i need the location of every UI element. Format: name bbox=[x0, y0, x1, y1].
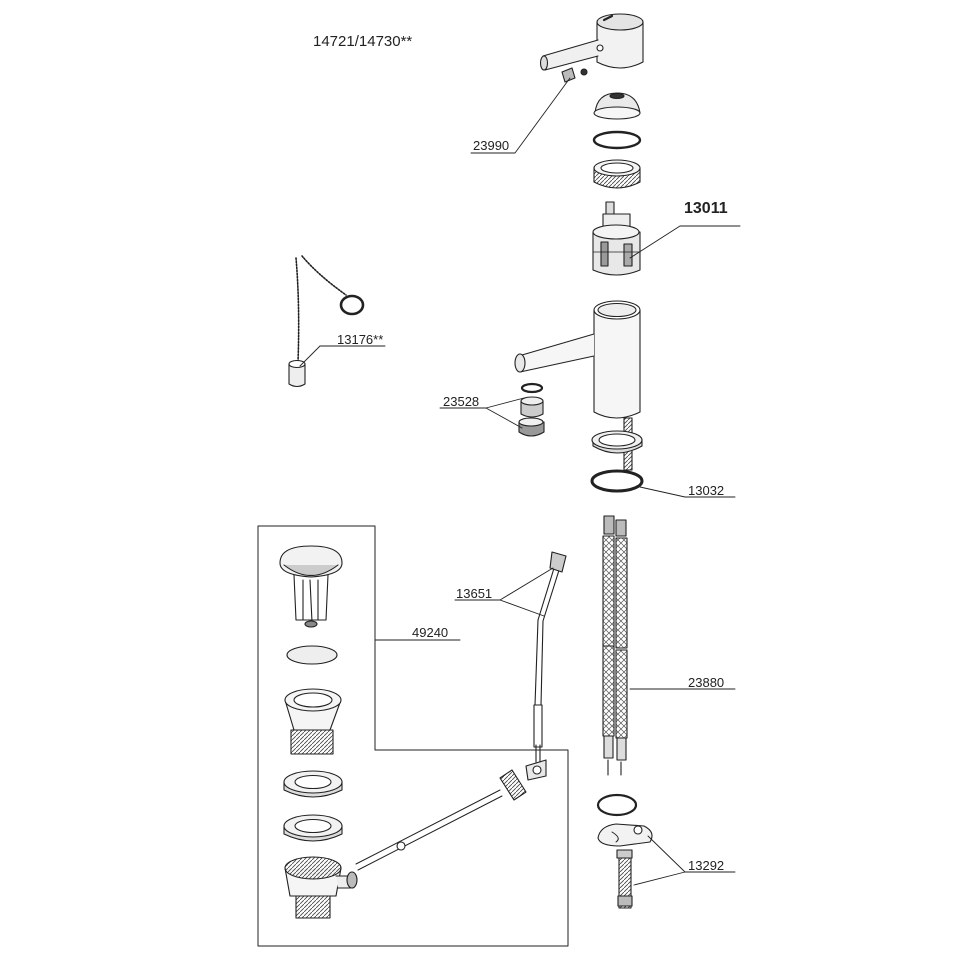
pivot-rod bbox=[346, 759, 547, 889]
handle-grub-screw bbox=[561, 67, 588, 83]
part-label-23990: 23990 bbox=[473, 138, 510, 153]
lift-rod bbox=[533, 551, 567, 763]
part-label-13176: 13176** bbox=[337, 332, 384, 347]
pop-up-plug bbox=[279, 545, 343, 628]
lever-handle bbox=[539, 13, 644, 71]
part-label-13011: 13011 bbox=[684, 200, 728, 217]
part-label-49240: 49240 bbox=[412, 625, 449, 640]
leader-lines bbox=[299, 77, 741, 886]
fixing-stud bbox=[616, 849, 633, 909]
tap-body bbox=[514, 300, 641, 419]
fixing-o-ring bbox=[596, 793, 638, 817]
cover-cap bbox=[593, 92, 641, 120]
cartridge bbox=[592, 201, 641, 276]
retaining-nut bbox=[593, 159, 641, 189]
part-label-13032: 13032 bbox=[688, 483, 725, 498]
part-label-13651: 13651 bbox=[456, 586, 493, 601]
chain-plug bbox=[288, 255, 365, 388]
waste-body bbox=[284, 856, 351, 919]
horseshoe-washer bbox=[597, 823, 653, 847]
waste-washer-1 bbox=[283, 770, 343, 798]
waste-flange bbox=[284, 688, 342, 755]
flex-hoses bbox=[602, 515, 628, 776]
waste-washer-2 bbox=[283, 814, 343, 842]
aerator-set bbox=[518, 382, 545, 437]
part-label-23880: 23880 bbox=[688, 675, 725, 690]
o-ring-upper bbox=[592, 130, 642, 150]
base-seal-ring bbox=[590, 469, 644, 493]
base-washer bbox=[591, 430, 643, 454]
model-number-label: 14721/14730** bbox=[313, 33, 413, 50]
plug-disc bbox=[286, 645, 338, 665]
part-label-23528: 23528 bbox=[443, 394, 480, 409]
part-label-13292: 13292 bbox=[688, 858, 725, 873]
waste-set-frame bbox=[257, 525, 569, 947]
